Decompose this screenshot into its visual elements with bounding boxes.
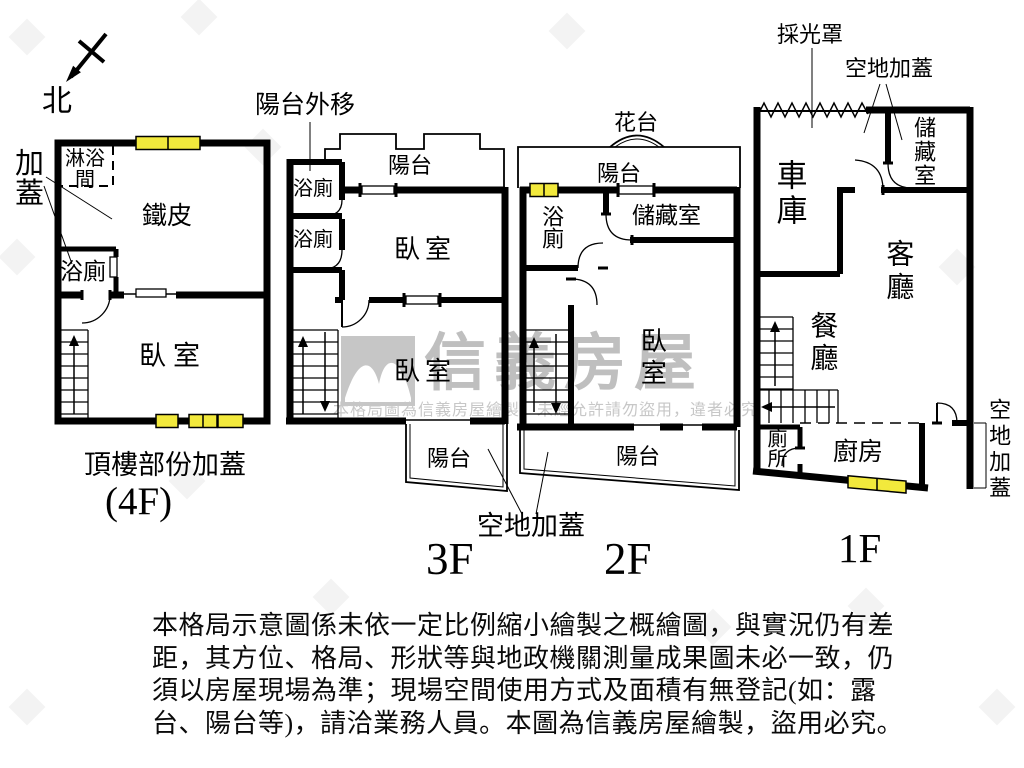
floor3-balcony-moved-label: 陽台外移 — [255, 92, 356, 119]
north-label: 北 — [42, 85, 72, 118]
floor2-flower-bed-label: 花台 — [614, 110, 659, 135]
floor3-bedroom-front-label: 臥室 — [394, 235, 457, 264]
floor1-kitchen-label: 廚房 — [833, 439, 884, 466]
floor3-bathroom-lower-label: 浴廁 — [293, 229, 333, 251]
floor4-plan — [43, 135, 271, 429]
floor1-open-land-top-label: 空地加蓋 — [845, 56, 934, 81]
floor1-living-room-label: 客廳 — [882, 239, 914, 305]
floor3-bathroom-upper-label: 浴廁 — [293, 178, 333, 200]
floor4-tin-roof-label: 鐵皮 — [142, 203, 193, 230]
floor1-skylight-label: 採光罩 — [777, 22, 844, 47]
disclaimer-line3: 須以房屋現場為準；現場空間使用方式及面積有無登記(如：露 — [152, 676, 877, 705]
floor1-garage-label: 車庫 — [771, 159, 807, 229]
watermark-notice: 本格局圖為信義房屋繪製，未經允許請勿盜用，違者必究 — [333, 402, 759, 419]
floor3-top-balcony-label: 陽台 — [388, 153, 433, 178]
disclaimer-text: 本格局示意圖係未依一定比例縮小繪製之概繪圖，與實況仍有差 距，其方位、格局、形狀… — [152, 610, 903, 740]
disclaimer-line2: 距，其方位、格局、形狀等與地政機關測量成果圖未必一致，仍 — [152, 643, 895, 673]
sinyi-logo-shape — [345, 362, 411, 402]
floor2-bathroom-label: 浴廁 — [539, 205, 565, 249]
north-arrow — [66, 32, 108, 82]
floor4-bathroom-label: 浴廁 — [60, 259, 106, 284]
floor4-bedroom-label: 臥室 — [139, 341, 207, 371]
floor4-floor-label: (4F) — [105, 480, 173, 523]
floor2-storage-label: 儲藏室 — [632, 203, 701, 228]
floor3-bottom-balcony-label: 陽台 — [427, 446, 472, 471]
floor4-added-cover-label: 加蓋 — [14, 148, 44, 211]
floor2-floor-label: 2F — [604, 534, 652, 584]
floor2-top-balcony-label: 陽台 — [597, 161, 642, 186]
disclaimer-line4: 台、陽台等)，請洽業務人員。本圖為信義房屋繪製，盜用必究。 — [152, 708, 904, 738]
floor1-floor-label: 1F — [838, 525, 882, 571]
open-land-cover-label: 空地加蓋 — [477, 511, 585, 541]
floor1-plan — [752, 48, 987, 494]
floor1-storage-label: 儲藏室 — [911, 116, 937, 188]
floor4-caption: 頂樓部份加蓋 — [84, 450, 246, 480]
floor4-shower-room-label: 淋浴間 — [65, 148, 105, 191]
floor2-bottom-balcony-label: 陽台 — [616, 444, 661, 469]
floor1-dining-room-label: 餐廳 — [806, 311, 838, 375]
floor3-floor-label: 3F — [426, 534, 474, 584]
floor1-open-land-right-label: 空地加蓋 — [986, 398, 1012, 502]
disclaimer-line1: 本格局示意圖係未依一定比例縮小繪製之概繪圖，與實況仍有差 — [152, 611, 895, 640]
floor3-plan — [286, 122, 549, 515]
floor3-bedroom-rear-label: 臥室 — [394, 357, 457, 386]
sinyi-logo-icon — [341, 336, 415, 406]
floor2-bedroom-label: 臥室 — [637, 327, 667, 391]
floor2-plan — [517, 134, 741, 491]
floor1-toilet-label: 廁所 — [764, 428, 786, 468]
